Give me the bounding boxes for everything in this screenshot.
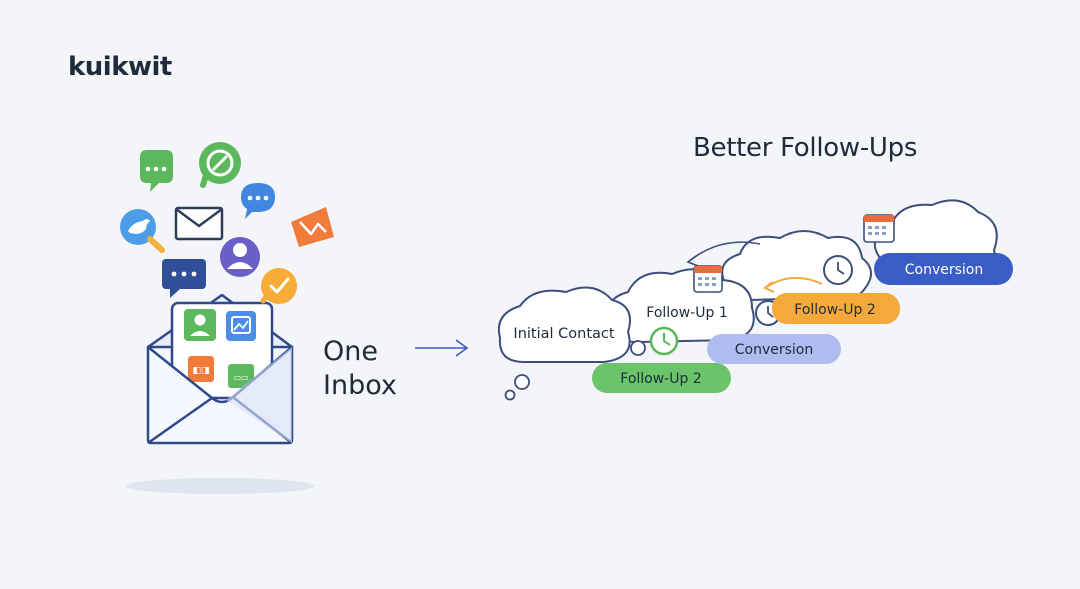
checkmark-icon (260, 268, 297, 304)
cloud-cluster (498, 199, 998, 363)
thought-dot (630, 340, 646, 356)
thought-dot (514, 374, 530, 390)
label-conversion-top: Conversion (905, 262, 984, 278)
arrow-right-icon (415, 339, 469, 357)
pill-follow-up-2-green (592, 363, 731, 393)
twitter-icon (120, 209, 165, 253)
label-initial-contact: Initial Contact (513, 326, 614, 342)
svg-text:▭▭: ▭▭ (233, 373, 248, 382)
whatsapp-icon (199, 142, 241, 188)
reports-icon (291, 207, 334, 247)
envelope-icon-large: ◧◨ ▭▭ (146, 293, 294, 445)
brand-logo: kuikwit (68, 52, 172, 82)
label-follow-up-1: Follow-Up 1 (646, 305, 727, 321)
label-conversion-mid: Conversion (735, 342, 814, 358)
envelope-icon (174, 206, 224, 241)
pill-conversion-top (874, 253, 1013, 285)
pill-conversion-mid (707, 334, 841, 364)
thought-dot (504, 389, 516, 401)
caption-line-2: Inbox (323, 370, 397, 401)
one-inbox-caption: One Inbox (323, 335, 397, 403)
calendar-icon (693, 265, 723, 293)
clock-icon (649, 326, 679, 356)
caption-line-1: One (323, 336, 378, 367)
section-title: Better Follow-Ups (693, 133, 918, 163)
messenger-icon (162, 259, 206, 298)
envelope-shadow (125, 478, 315, 494)
profile-icon (220, 237, 260, 277)
svg-text:◧◨: ◧◨ (192, 366, 209, 376)
chat-bubble-blue-icon (241, 183, 275, 219)
clock-icon (823, 255, 853, 285)
chat-bubble-green-icon (140, 150, 173, 192)
calendar-icon (863, 214, 895, 243)
label-follow-up-2-green: Follow-Up 2 (620, 371, 701, 387)
pill-follow-up-2-orange (772, 293, 900, 324)
label-follow-up-2-orange: Follow-Up 2 (794, 302, 875, 318)
